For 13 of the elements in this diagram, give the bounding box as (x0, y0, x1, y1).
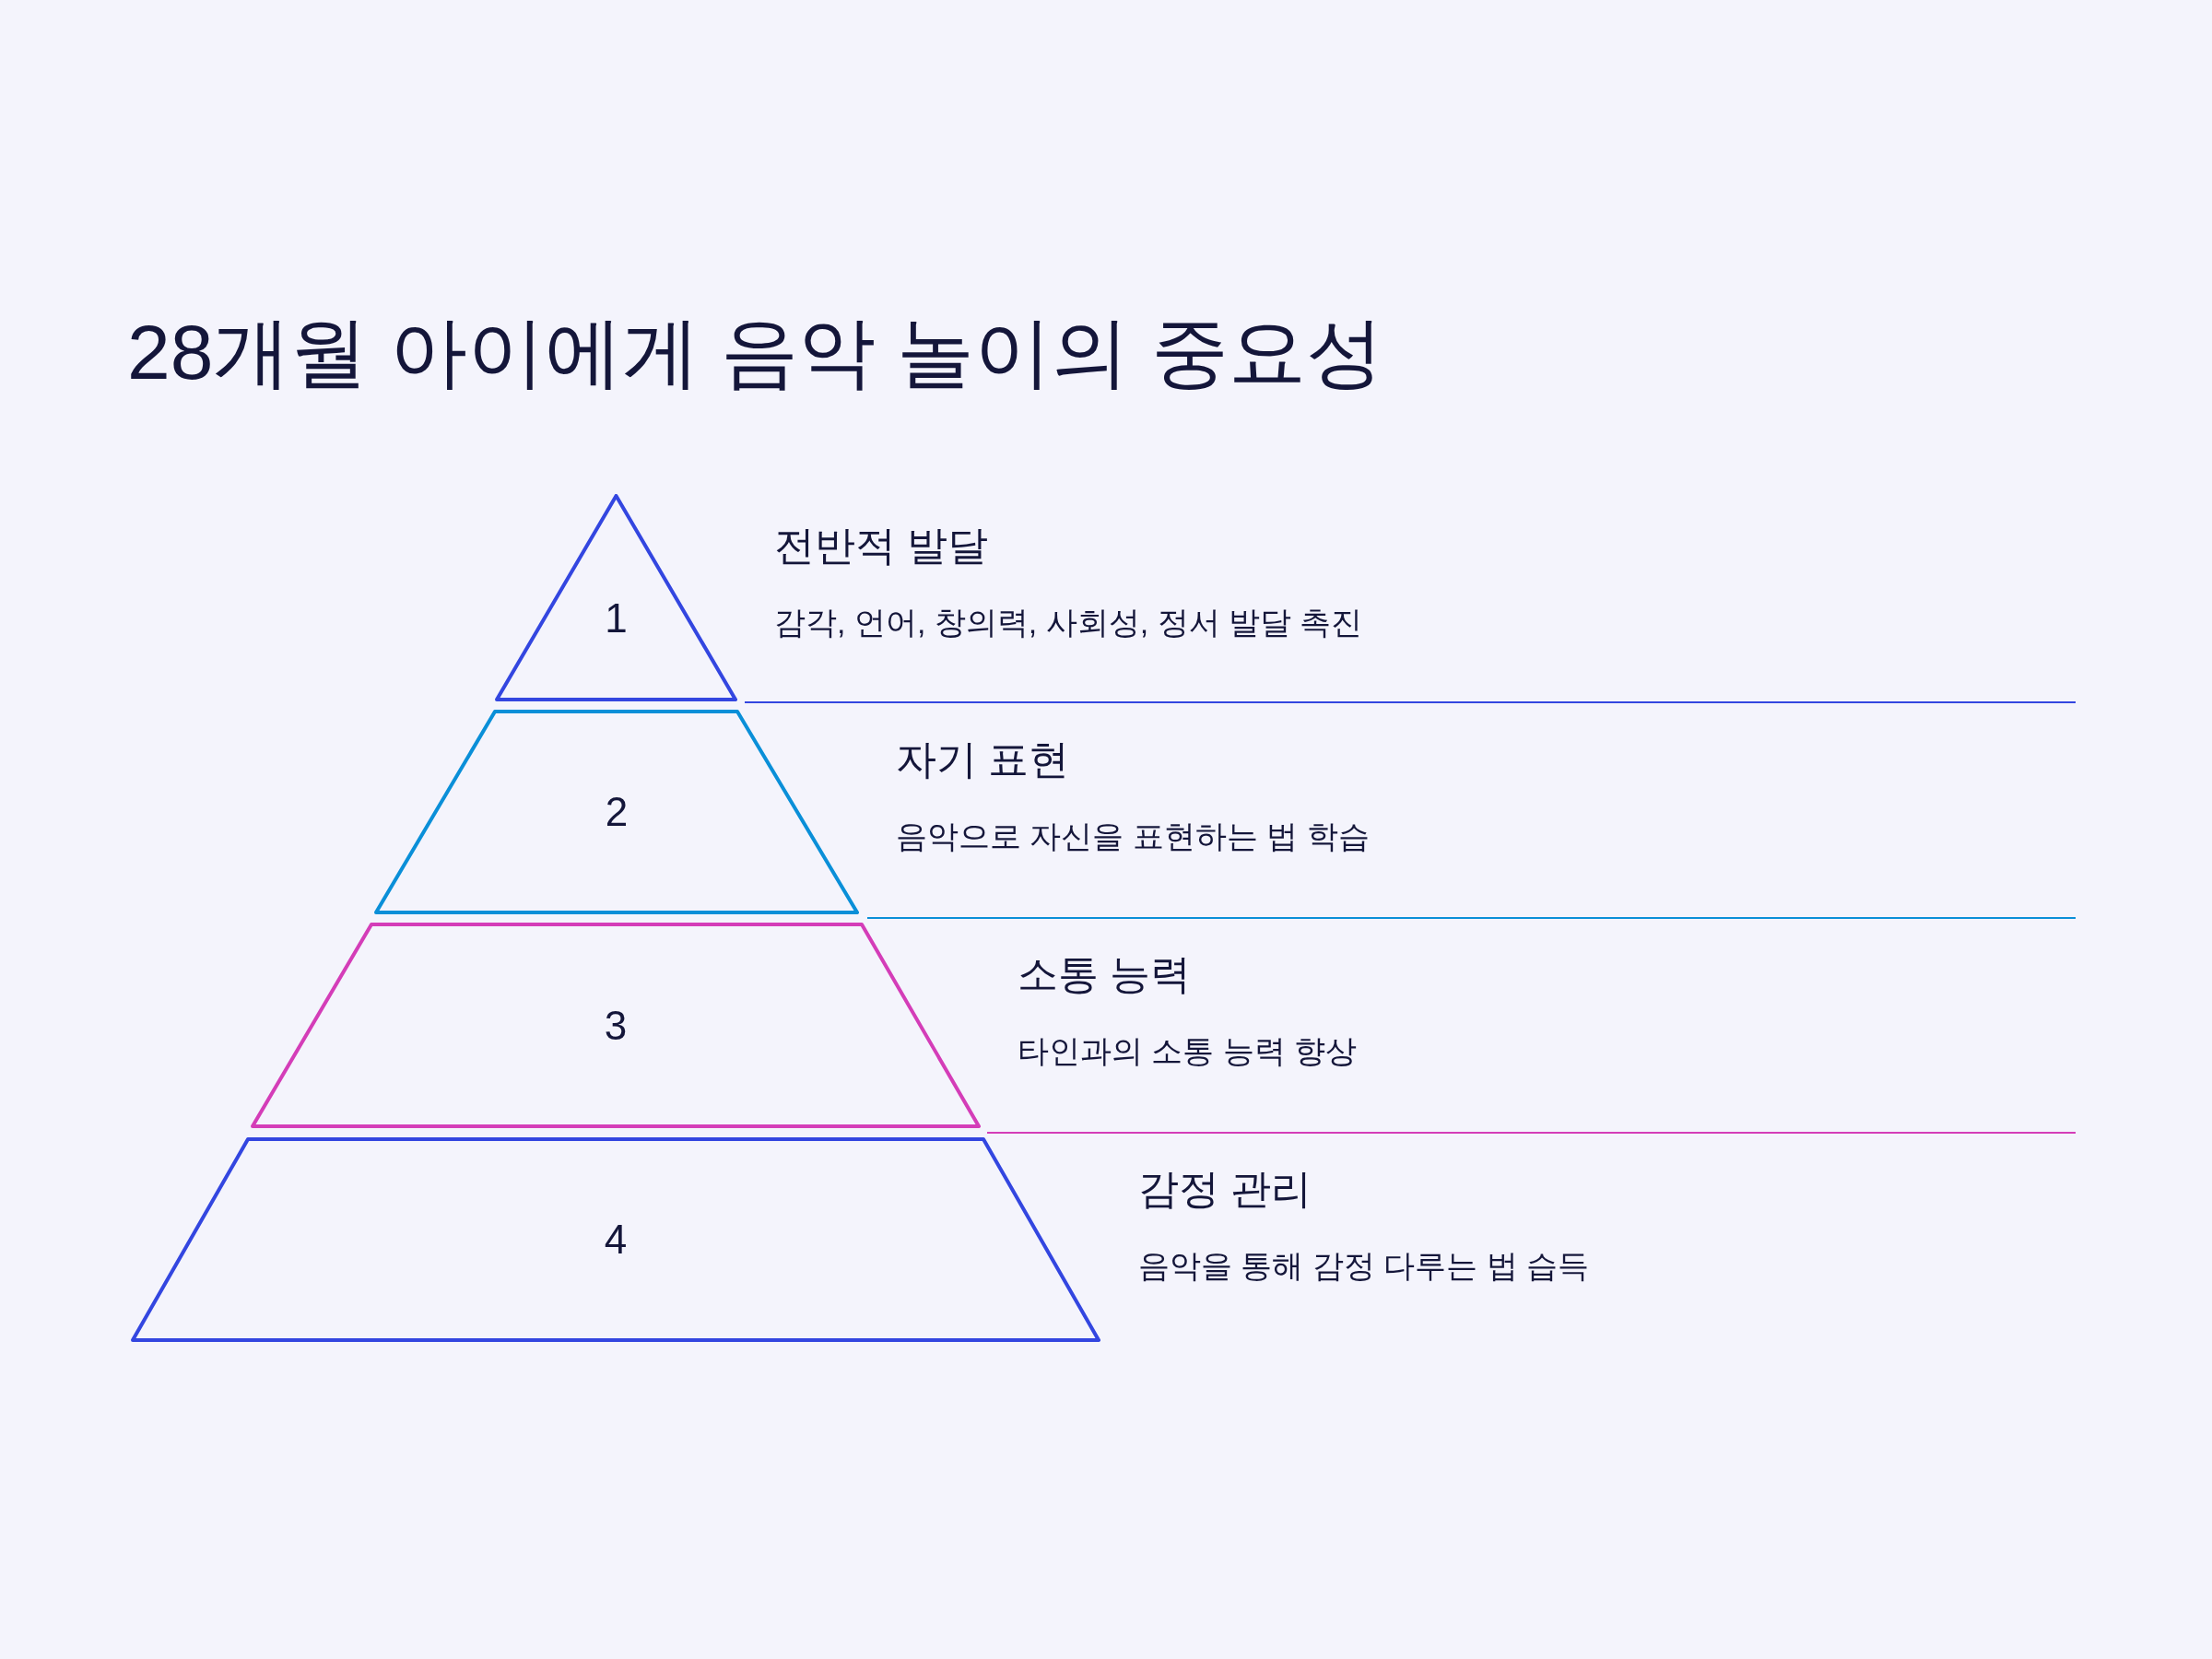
tier-heading: 전반적 발달 (774, 525, 989, 566)
tier-description: 음악으로 자신을 표현하는 법 학습 (896, 820, 1370, 852)
tier-heading: 소통 능력 (1018, 954, 1192, 994)
tier-heading: 감정 관리 (1138, 1169, 1312, 1209)
tier-number: 2 (605, 792, 629, 832)
tier-number: 4 (604, 1219, 628, 1260)
tier-heading: 자기 표현 (896, 739, 1070, 780)
tier-description: 타인과의 소통 능력 향상 (1018, 1035, 1358, 1066)
tier-number: 1 (605, 597, 628, 639)
tier-number: 3 (604, 1005, 628, 1046)
tier-description: 감각, 언어, 창의력, 사회성, 정서 발달 촉진 (774, 606, 1363, 638)
title: 28개월 아이에게 음악 놀이의 중요성 (127, 313, 1383, 391)
tier-description: 음악을 통해 감정 다루는 법 습득 (1138, 1250, 1590, 1281)
